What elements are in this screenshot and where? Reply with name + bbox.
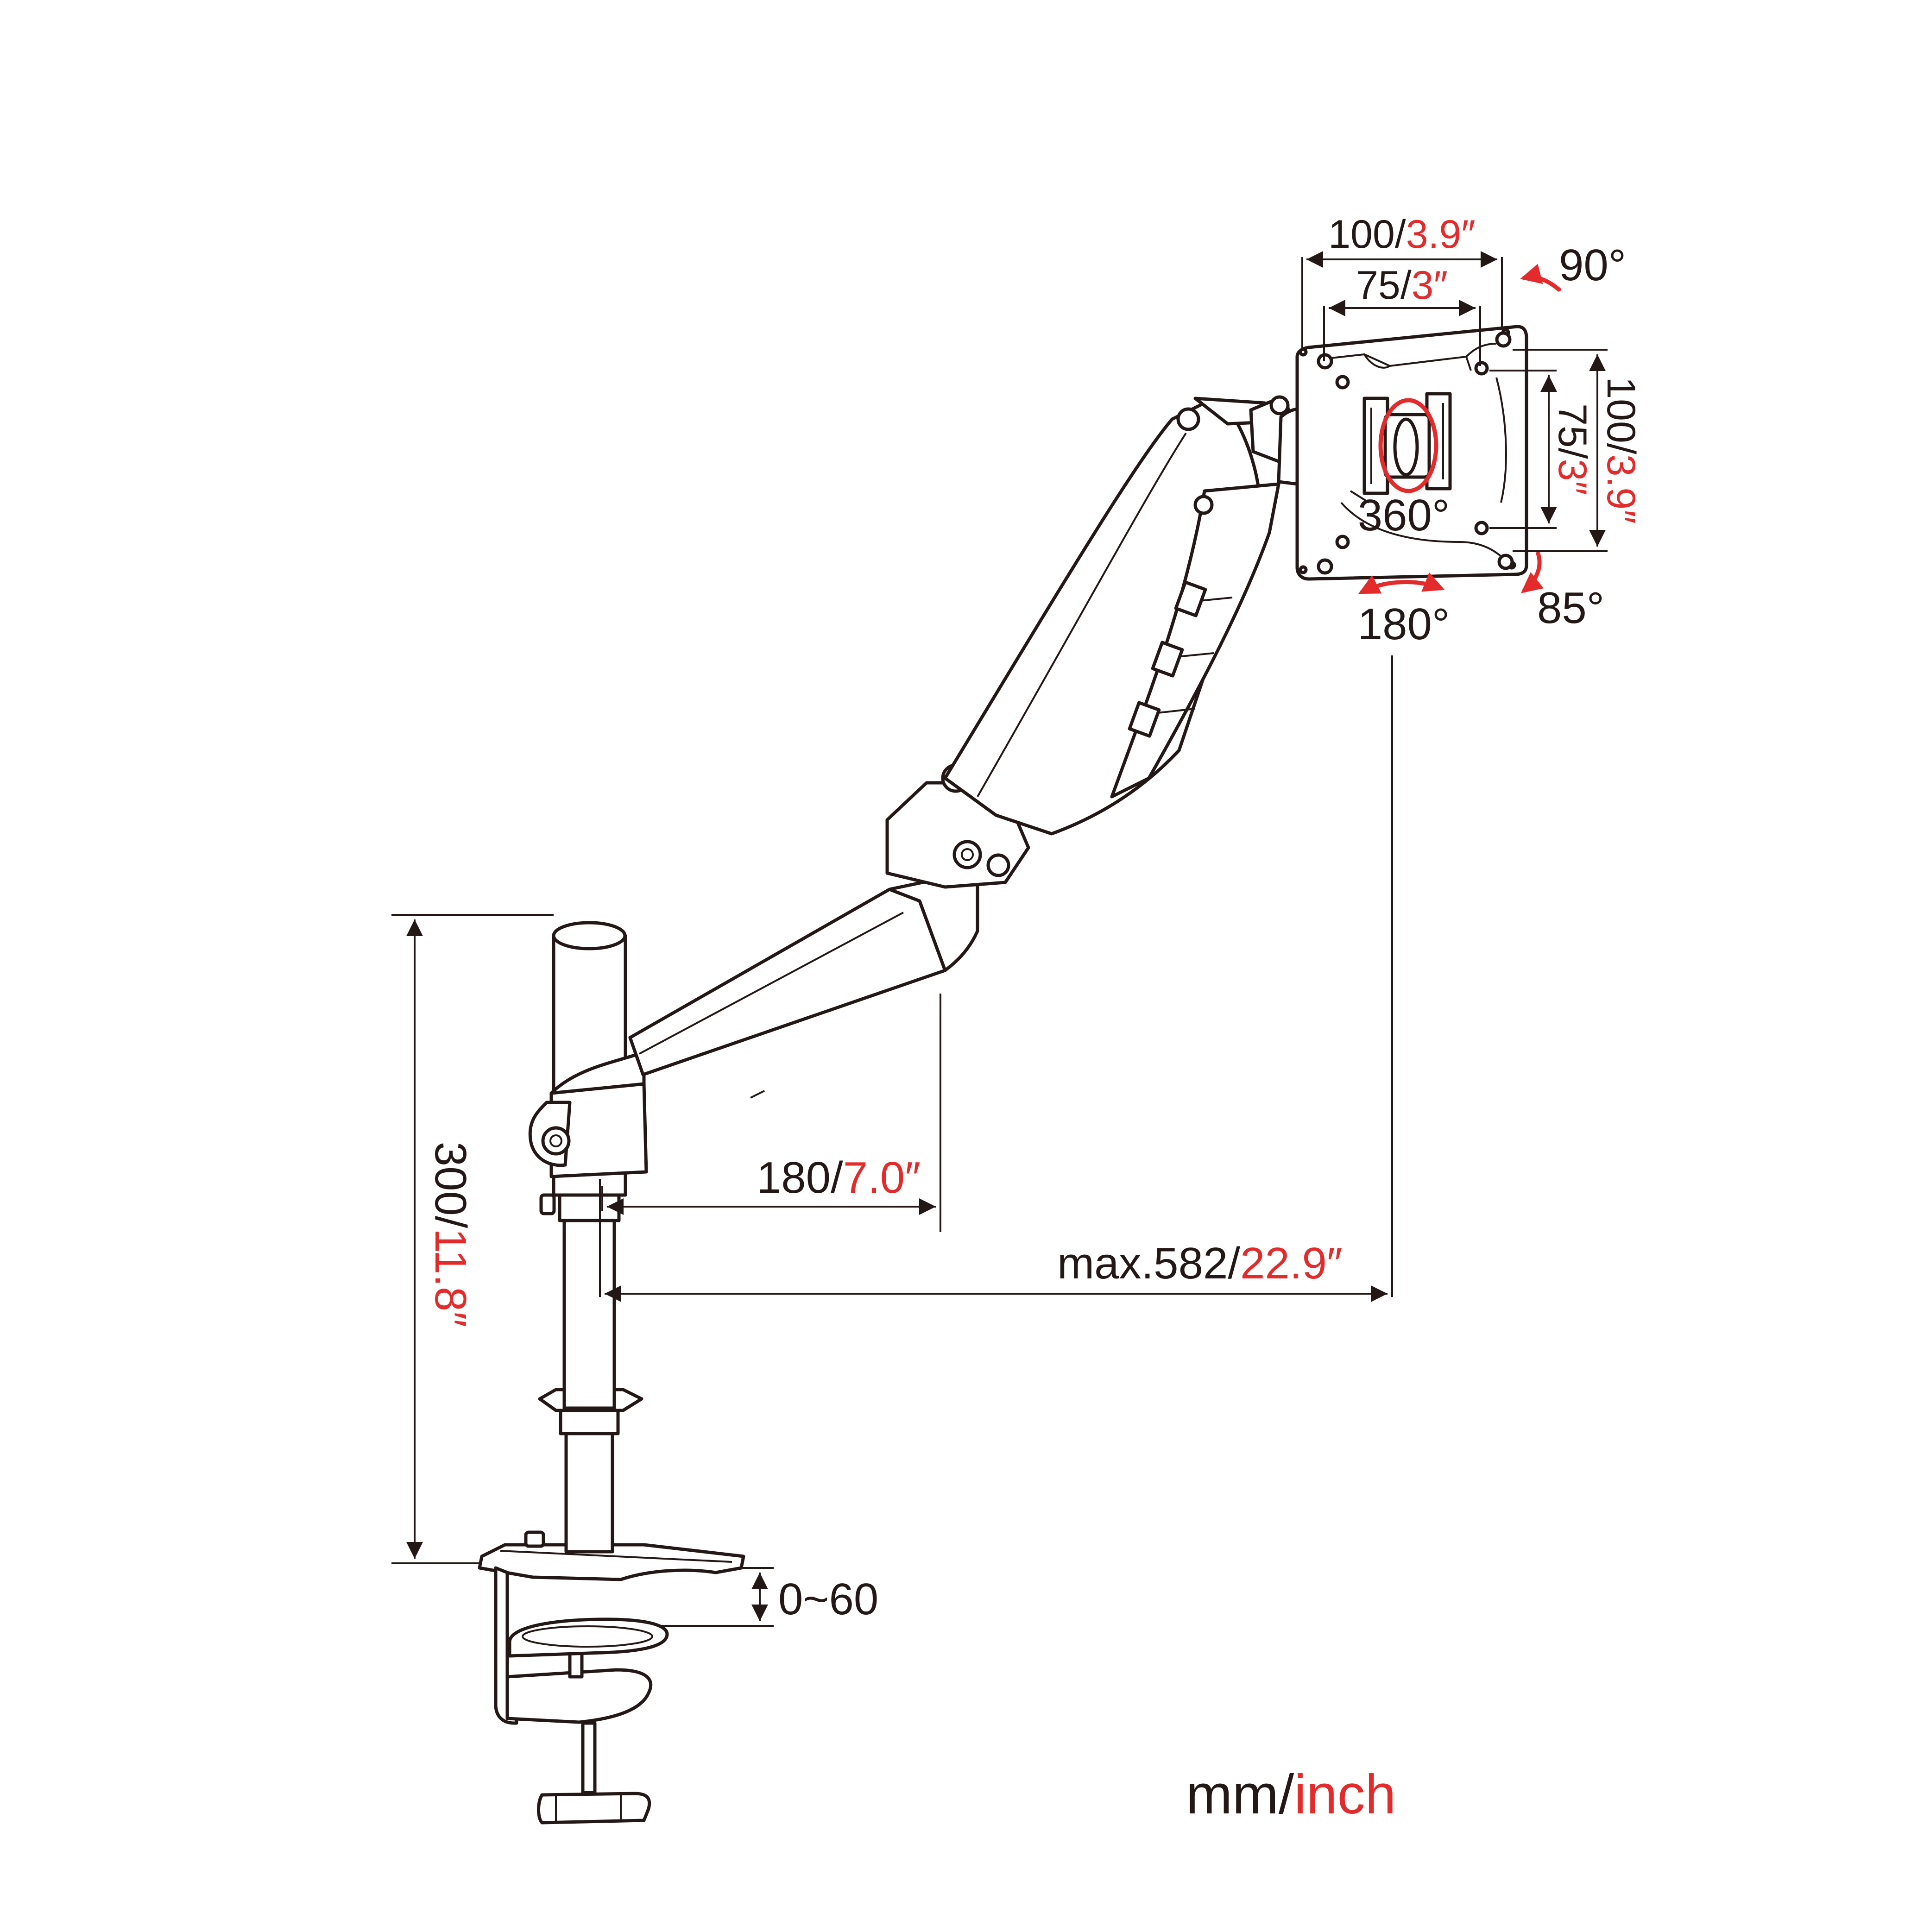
vesa-outer-height-in: 3.9″ [1599, 454, 1643, 524]
arm-min-reach-label: 180/7.0″ [757, 1153, 921, 1202]
vesa-inner-height-in: 3″ [1550, 459, 1595, 495]
desk-clamp [478, 1530, 745, 1825]
swivel-arrow [1358, 572, 1445, 594]
arm-max-reach-in: 22.9″ [1240, 1239, 1343, 1288]
upper-arm [943, 396, 1280, 836]
tilt-up-label: 90° [1559, 240, 1626, 290]
arm-max-reach-mm: max.582/ [1057, 1239, 1240, 1288]
units-imperial: inch [1294, 1763, 1396, 1825]
vesa-outer-height-label: 100/3.9″ [1599, 377, 1643, 523]
tilt-down-arrow [1520, 551, 1544, 593]
vesa-inner-height-mm: 75/ [1550, 403, 1595, 459]
pole-height-in: 11.8″ [426, 1228, 475, 1328]
vesa-outer-height-mm: 100/ [1599, 377, 1643, 454]
vesa-outer-width-in: 3.9″ [1406, 212, 1476, 257]
clamp-range-label: 0~60 [778, 1574, 878, 1624]
support-pole [538, 921, 643, 1554]
units-label: mm/inch [1186, 1763, 1396, 1825]
tilt-up-arrow [1520, 264, 1561, 292]
rotate-360-label: 360° [1358, 491, 1450, 540]
vesa-inner-height-label: 75/3″ [1550, 403, 1595, 495]
vesa-outer-width-label: 100/3.9″ [1328, 212, 1475, 257]
vesa-hole-br [1497, 554, 1514, 570]
arm-min-reach-in: 7.0″ [843, 1153, 921, 1202]
pole-height-mm: 300/ [426, 1142, 475, 1228]
arm-max-reach-label: max.582/22.9″ [1057, 1239, 1343, 1288]
arm-min-reach-mm: 180/ [757, 1153, 843, 1202]
lower-arm [628, 869, 979, 1099]
units-metric: mm/ [1186, 1763, 1294, 1825]
pole-collar [528, 1050, 648, 1215]
pole-height-label: 300/11.8″ [426, 1142, 475, 1328]
vesa-hole-tr [1495, 331, 1512, 348]
vesa-inner-width-mm: 75/ [1356, 263, 1412, 308]
vesa-outer-width-mm: 100/ [1328, 212, 1406, 257]
vesa-plate [1295, 325, 1528, 581]
vesa-inner-width-in: 3″ [1412, 263, 1448, 308]
dimension-lines [391, 251, 1608, 1627]
tilt-down-label: 85° [1537, 583, 1604, 633]
swivel-label: 180° [1358, 599, 1450, 649]
vesa-inner-width-label: 75/3″ [1356, 263, 1448, 308]
rotate-360-arrow [1378, 398, 1438, 493]
rotation-arrows [1358, 264, 1561, 594]
vesa-hole-bl [1317, 558, 1333, 575]
